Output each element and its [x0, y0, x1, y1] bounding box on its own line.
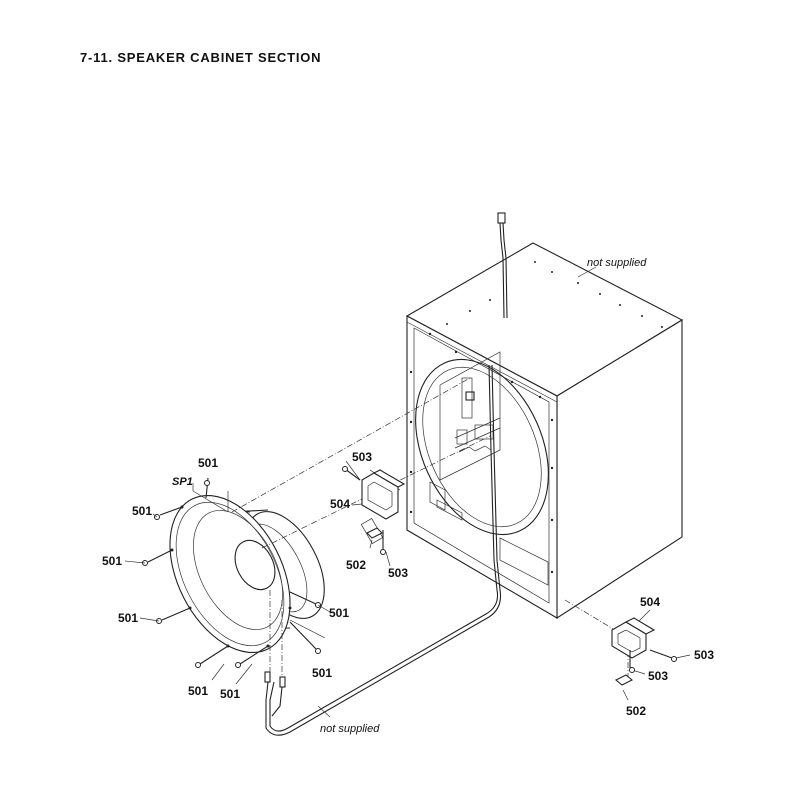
- page-title: 7-11. SPEAKER CABINET SECTION: [80, 50, 322, 65]
- note-not-supplied-cabinet: not supplied: [587, 257, 647, 269]
- label-501-a: 501: [198, 456, 218, 470]
- label-504-a: 504: [330, 497, 350, 511]
- speaker-lead-wire: [264, 364, 502, 736]
- assembly-center-lines: [231, 377, 629, 680]
- label-501-e: 501: [329, 606, 349, 620]
- screw-503-upper-a: [342, 466, 361, 481]
- screw-503-upper-b: [380, 530, 386, 555]
- bracket-504-upper: [360, 469, 406, 545]
- screws-501: [142, 477, 321, 668]
- label-502-a: 502: [346, 558, 366, 572]
- label-501-c: 501: [102, 554, 122, 568]
- screw-503-lower-a: [649, 649, 677, 662]
- label-501-d: 501: [118, 611, 138, 625]
- speaker-cabinet: [405, 242, 684, 620]
- bracket-504-lower: [611, 617, 656, 686]
- speaker-dust-cap: [234, 539, 276, 591]
- label-501-g: 501: [188, 684, 208, 698]
- label-503-d: 503: [648, 669, 668, 683]
- cabinet-front-face: [406, 315, 558, 619]
- label-503-a: 503: [352, 450, 372, 464]
- note-not-supplied-wire: not supplied: [320, 723, 380, 735]
- callout-leaders: [124, 266, 691, 718]
- screw-503-lower-b: [629, 650, 635, 673]
- label-501-f: 501: [312, 666, 332, 680]
- label-503-b: 503: [388, 566, 408, 580]
- label-501-h: 501: [220, 687, 240, 701]
- label-502-b: 502: [626, 704, 646, 718]
- speaker-opening: [415, 358, 549, 536]
- top-lead-wire: [497, 212, 508, 319]
- label-503-c: 503: [694, 648, 714, 662]
- speaker-sp1: [169, 494, 325, 654]
- label-504-b: 504: [640, 595, 660, 609]
- label-501-b: 501: [132, 504, 152, 518]
- cabinet-screw-holes: [409, 332, 554, 574]
- label-sp1: SP1: [172, 476, 193, 488]
